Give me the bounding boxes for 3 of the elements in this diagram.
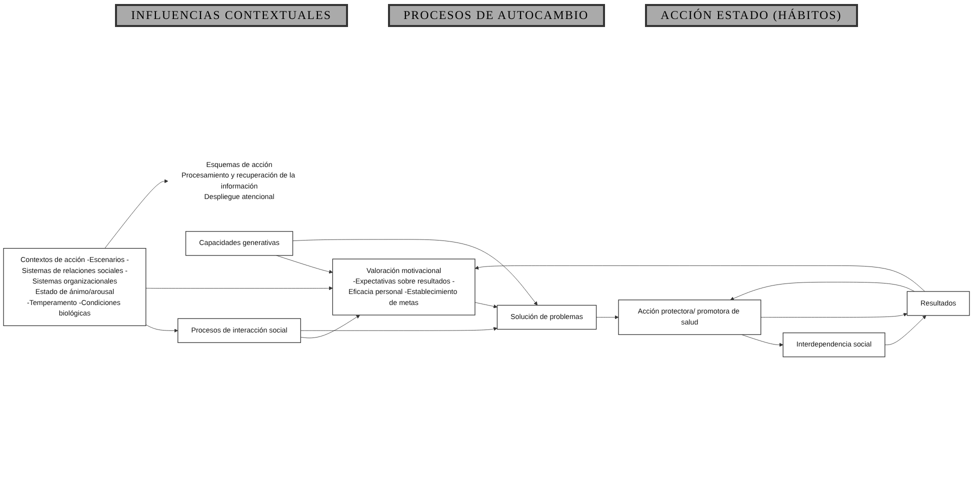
section-banner: INFLUENCIAS CONTEXTUALES (115, 4, 348, 27)
section-banner: PROCESOS DE AUTOCAMBIO (388, 4, 605, 27)
section-banner: ACCIÓN ESTADO (HÁBITOS) (644, 4, 858, 27)
